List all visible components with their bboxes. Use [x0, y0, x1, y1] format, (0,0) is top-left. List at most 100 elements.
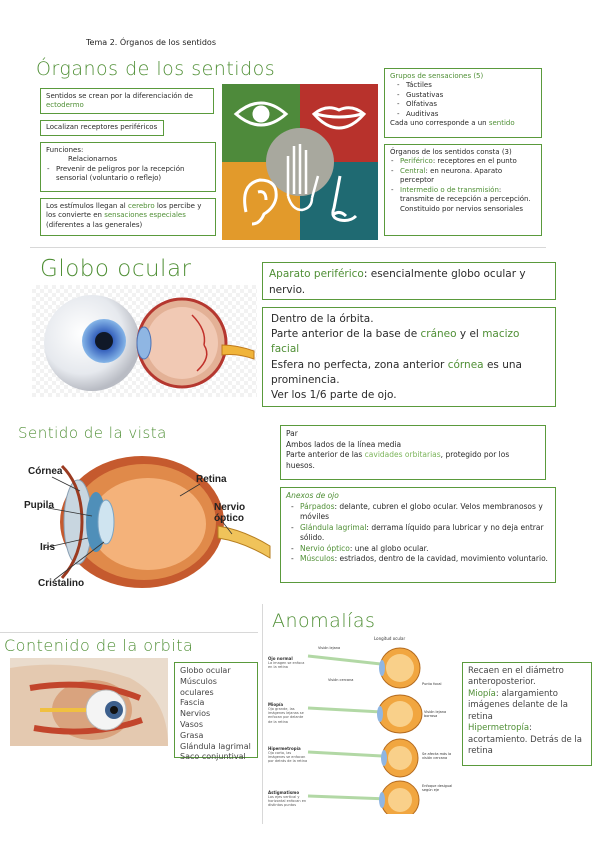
groups-footer-highlight: sentido: [488, 119, 515, 128]
orbit-item: Vasos: [180, 719, 203, 729]
location-line: Esfera no perfecta, zona anterior córnea…: [271, 358, 522, 386]
orbit-item: Nervios: [180, 709, 211, 719]
nose-icon: [331, 175, 358, 222]
divider: [30, 247, 546, 248]
groups-item: Olfativas: [396, 100, 536, 110]
section5-title: Anomalías: [272, 610, 376, 632]
diagram-top-label: Longitud ocular: [374, 636, 406, 641]
section3-title: Sentido de la vista: [18, 424, 167, 442]
diagram-focal: Punto focal: [422, 682, 442, 686]
stimuli-text: los percibe y los convierte en: [46, 202, 202, 220]
orbit-item: Glándula lagrimal: [180, 741, 251, 751]
diagram-uneven: Enfoque desigual según eje: [422, 784, 453, 792]
diagram-row-label: Hipermetropía: [268, 746, 301, 751]
stimuli-text: Los estímulos llegan al: [46, 202, 128, 210]
eye-row-normal: [307, 647, 421, 689]
annexes-item: Párpados: delante, cubren el globo ocula…: [290, 502, 550, 523]
groups-item: Táctiles: [396, 81, 536, 91]
anomalies-line: Miopía: alargamiento imágenes delante de…: [468, 688, 568, 722]
groups-item: Gustativas: [396, 91, 536, 101]
stimuli-box: Los estímulos llegan al cerebro los perc…: [40, 198, 216, 236]
label-cornea: Córnea: [28, 466, 63, 477]
mouth-icon: [311, 106, 367, 130]
pair-line: Ambos lados de la línea media: [286, 439, 402, 449]
functions-heading: Funciones:: [46, 146, 84, 154]
pair-box: Par Ambos lados de la línea media Parte …: [280, 425, 546, 480]
label-lens: Cristalino: [38, 578, 85, 589]
location-line: Parte anterior de la base de cráneo y el…: [271, 328, 520, 356]
diagram-row-label: Astigmatismo: [268, 790, 300, 795]
diagram-row-sub: Ojo grande, las imágenes lejanas se enfo…: [268, 707, 304, 724]
orbit-contents-box: Globo ocular Músculos oculares Fascia Ne…: [174, 662, 258, 761]
stimuli-text: (diferentes a las generales): [46, 220, 143, 229]
orbit-item: Saco conjuntival: [180, 752, 246, 762]
label-retina: Retina: [196, 474, 227, 485]
section2-title: Globo ocular: [40, 256, 192, 282]
stimuli-highlight: sensaciones especiales: [104, 211, 186, 220]
location-box: Dentro de la órbita. Parte anterior de l…: [262, 307, 556, 407]
eye-anatomy-diagram: Córnea Pupila Iris Cristalino Retina Ner…: [22, 446, 272, 596]
page-header: Tema 2. Órganos de los sentidos: [86, 38, 216, 47]
senses-graphic: [222, 84, 378, 240]
diagram-blurry-near: Se afecta más la visión cercana: [422, 752, 452, 760]
section4-title: Contenido de la orbita: [4, 636, 194, 655]
diagram-near: Visión cercana: [328, 678, 354, 682]
eye-icon: [233, 101, 289, 127]
anomalies-line: Hipermetropía: acortamiento. Detrás de l…: [468, 723, 583, 757]
eyeball-image: [32, 285, 257, 397]
orbit-item: Grasa: [180, 730, 204, 740]
orbit-item: Globo ocular: [180, 666, 231, 675]
refraction-diagram: Longitud ocular Ojo normal La imagen se …: [268, 636, 454, 820]
groups-item: Auditivas: [396, 110, 536, 120]
diagram-row-sub: Los ejes vertical y horizontal enfocan e…: [268, 795, 307, 808]
stimuli-highlight: cerebro: [127, 202, 155, 210]
parts-item: Intermedio o de transmisión: transmite d…: [390, 186, 536, 214]
diagram-far: Visión lejana: [318, 646, 341, 650]
hand-icon: [286, 144, 320, 212]
parts-item: Periférico: receptores en el punto: [390, 157, 536, 167]
anomalies-line: Recaen en el diámetro anteroposterior.: [468, 666, 564, 688]
receptors-box: Localizan receptores periféricos: [40, 120, 164, 136]
location-line: Ver los 1/6 parte de ojo.: [271, 389, 397, 402]
parts-item: Central: en neurona. Aparato perceptor: [390, 167, 536, 186]
peripheral-label: Aparato periférico: [269, 268, 364, 280]
peripheral-box: Aparato periférico: esencialmente globo …: [262, 262, 556, 300]
orbit-item: Fascia: [180, 698, 205, 708]
parts-heading: Órganos de los sentidos consta (3): [390, 148, 512, 156]
annexes-heading: Anexos de ojo: [286, 491, 339, 500]
origin-text: Sentidos se crean por la diferenciación …: [46, 92, 193, 100]
annexes-item: Glándula lagrimal: derrama líquido para …: [290, 523, 550, 544]
diagram-row-label: Ojo normal: [268, 656, 293, 661]
groups-footer: Cada uno corresponde a un: [390, 119, 489, 128]
parts-box: Órganos de los sentidos consta (3) Perif…: [384, 144, 542, 236]
annexes-box: Anexos de ojo Párpados: delante, cubren …: [280, 487, 556, 583]
diagram-row-sub: Ojo corto, las imágenes se enfocan por d…: [268, 751, 308, 764]
origin-highlight: ectodermo: [46, 101, 84, 110]
pair-line: Par: [286, 429, 298, 438]
functions-item: Prevenir de peligros por la recepción se…: [46, 165, 210, 184]
diagram-row-sub: La imagen se enfoca en la retina: [268, 661, 305, 670]
diagram-row-label: Miopía: [268, 702, 284, 707]
ear-icon: [243, 178, 278, 226]
pair-line: Parte anterior de las cavidades orbitari…: [286, 450, 510, 470]
section1-title: Órganos de los sentidos: [36, 58, 276, 80]
annexes-item: Nervio óptico: une al globo ocular.: [290, 544, 550, 555]
label-iris: Iris: [40, 542, 56, 553]
receptors-text: Localizan receptores periféricos: [46, 123, 158, 131]
diagram-blurry-far: Visión lejana borrosa: [424, 710, 447, 718]
label-optic-nerve: Nervio óptico: [214, 502, 246, 524]
divider: [0, 632, 258, 633]
eye-cross-section: [136, 297, 255, 389]
functions-item: Relacionarnos: [68, 155, 118, 164]
groups-heading: Grupos de sensaciones (5): [390, 72, 484, 80]
eye-row-hyperopia: [307, 738, 419, 778]
annexes-item: Músculos: estriados, dentro de la cavida…: [290, 554, 550, 565]
divider-vertical: [262, 604, 263, 824]
eye-row-astigmatism: [307, 780, 420, 820]
orbit-item: Músculos oculares: [180, 676, 217, 697]
label-pupil: Pupila: [24, 500, 55, 511]
functions-box: Funciones: Relacionarnos Prevenir de pel…: [40, 142, 216, 192]
peripheral-text: : esencialmente globo ocular y nervio.: [269, 268, 526, 296]
origin-box: Sentidos se crean por la diferenciación …: [40, 88, 214, 114]
orbit-image: [10, 658, 168, 746]
